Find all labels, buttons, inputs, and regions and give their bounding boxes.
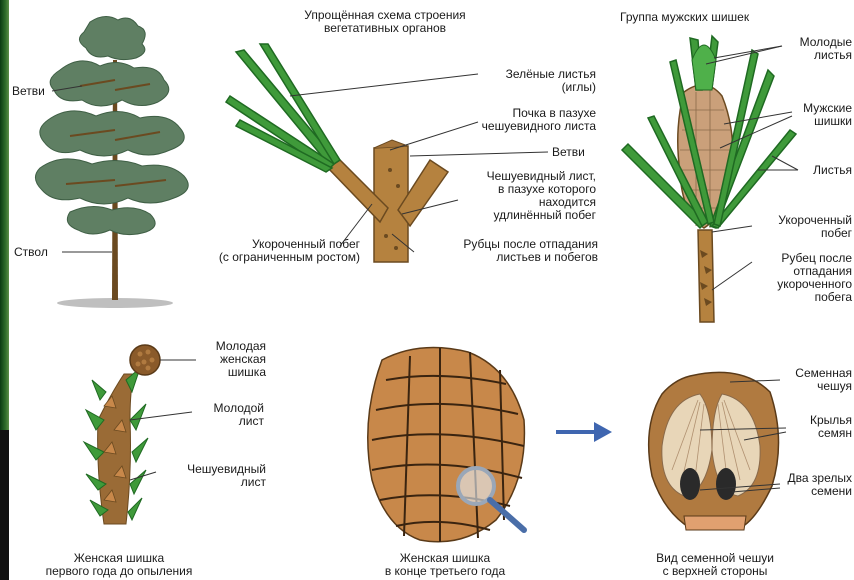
- label-short-shoot-male: Укороченный побег: [748, 214, 852, 240]
- scheme-needles: [226, 44, 340, 172]
- label-young-female-cone: Молодая женская шишка: [190, 340, 266, 379]
- pine-tree-illustration: [35, 16, 188, 308]
- label-male-cones: Мужские шишки: [780, 102, 852, 128]
- arrow-right-icon: [556, 422, 612, 442]
- label-young-leaves: Молодые листья: [770, 36, 852, 62]
- seed-left: [680, 468, 700, 500]
- caption-seed-scale-view-line-2: с верхней стороны: [620, 565, 810, 578]
- seed-right: [716, 468, 736, 500]
- label-green-leaves-line-2: (иглы): [460, 81, 596, 94]
- label-bud: Почка в пазухе чешуевидного листа: [440, 107, 596, 133]
- label-young-leaves-line-2: листья: [770, 49, 852, 62]
- caption-female-third-year: Женская шишка в конце третьего года: [350, 552, 540, 578]
- label-seed-wings: Крылья семян: [780, 414, 852, 440]
- caption-female-third-year-line-2: в конце третьего года: [350, 565, 540, 578]
- label-branches-scheme: Ветви: [552, 146, 585, 159]
- label-seed-scale: Семенная чешуя: [772, 367, 852, 393]
- label-leaves: Листья: [790, 164, 852, 177]
- caption-female-first-year-line-2: первого года до опыления: [14, 565, 224, 578]
- young-female-shoot-illustration: [84, 345, 160, 524]
- male-shoot-stem: [698, 230, 714, 322]
- label-scars: Рубцы после отпадания листьев и побегов: [420, 238, 598, 264]
- scheme-title: Упрощённая схема строения вегетативных о…: [270, 9, 500, 35]
- shoot-scheme-illustration: [226, 44, 448, 262]
- seed-scale-base: [684, 516, 746, 530]
- caption-seed-scale-view: Вид семенной чешуи с верхней стороны: [620, 552, 810, 578]
- label-scale-leaf: Чешуевидный лист, в пазухе которого нахо…: [446, 170, 596, 222]
- label-scar-male-line-4: побега: [748, 291, 852, 304]
- label-seed-scale-line-2: чешуя: [772, 380, 852, 393]
- label-short-shoot-male-line-2: побег: [748, 227, 852, 240]
- label-green-leaves: Зелёные листья (иглы): [460, 68, 596, 94]
- label-short-shoot-line-2: (с ограниченным ростом): [170, 251, 360, 264]
- label-young-leaf: Молодой лист: [186, 402, 264, 428]
- label-two-seeds: Два зрелых семени: [760, 472, 852, 498]
- tree-foliage: [35, 16, 188, 234]
- young-leaves-tuft: [692, 45, 716, 90]
- label-scale-leaf-line-4: удлинённый побег: [446, 209, 596, 222]
- scheme-title-line-2: вегетативных органов: [270, 22, 500, 35]
- label-branches-tree: Ветви: [12, 85, 45, 98]
- caption-female-first-year: Женская шишка первого года до опыления: [14, 552, 224, 578]
- label-scale-leaf-small: Чешуевидный лист: [150, 463, 266, 489]
- label-trunk: Ствол: [14, 246, 48, 259]
- label-scars-line-2: листьев и побегов: [420, 251, 598, 264]
- seed-scale-illustration: [649, 372, 779, 530]
- male-cones-title: Группа мужских шишек: [620, 11, 749, 24]
- label-young-leaf-line-2: лист: [186, 415, 264, 428]
- label-young-female-cone-line-3: шишка: [190, 366, 266, 379]
- label-seed-wings-line-2: семян: [780, 427, 852, 440]
- label-two-seeds-line-2: семени: [760, 485, 852, 498]
- label-scar-male: Рубец после отпадания укороченного побег…: [748, 252, 852, 304]
- label-bud-line-2: чешуевидного листа: [440, 120, 596, 133]
- label-scale-leaf-small-line-2: лист: [150, 476, 266, 489]
- label-male-cones-line-2: шишки: [780, 115, 852, 128]
- label-short-shoot: Укороченный побег (с ограниченным ростом…: [170, 238, 360, 264]
